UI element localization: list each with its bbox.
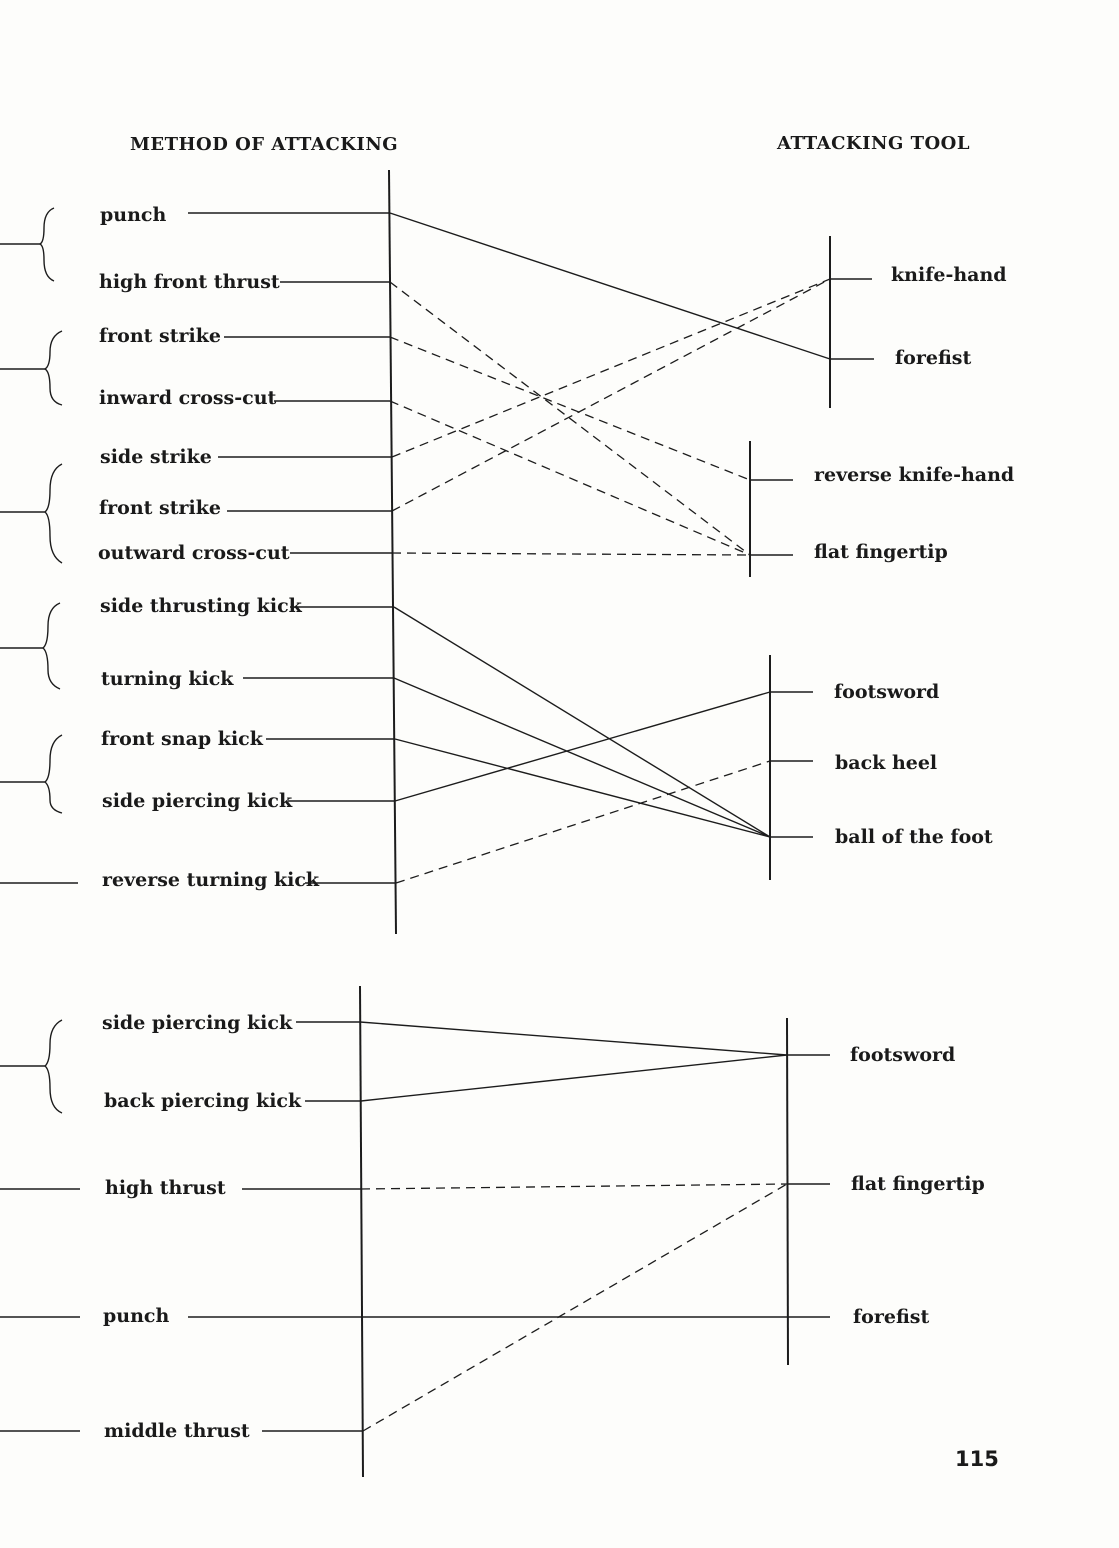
tool-label: knife-hand — [891, 264, 1007, 286]
method-label: front strike — [99, 325, 221, 347]
link-solid — [389, 212, 831, 360]
link-dashed — [389, 281, 751, 556]
method-label: side strike — [100, 446, 212, 468]
group-brace — [43, 1019, 63, 1114]
link-solid — [359, 1021, 788, 1056]
tool-label: ball of the foot — [835, 826, 993, 848]
link-solid — [394, 738, 771, 838]
method-label: front strike — [99, 497, 221, 519]
link-solid — [394, 691, 771, 802]
method-label: punch — [103, 1305, 169, 1327]
link-solid — [393, 677, 771, 838]
tool-label: reverse knife-hand — [814, 464, 1014, 486]
method-label: front snap kick — [101, 728, 264, 750]
method-header: METHOD OF ATTACKING — [130, 134, 398, 155]
method-label: turning kick — [101, 668, 234, 690]
tool-label: flat fingertip — [851, 1173, 985, 1195]
tool-label: forefist — [853, 1306, 929, 1328]
method-axis — [388, 169, 397, 935]
link-dashed — [360, 1183, 788, 1190]
method-label: side piercing kick — [102, 790, 293, 812]
method-label: middle thrust — [104, 1420, 250, 1442]
group-brace — [43, 330, 63, 406]
tool-label: flat fingertip — [814, 541, 948, 563]
method-label: back piercing kick — [104, 1090, 302, 1112]
link-dashed — [391, 552, 751, 556]
tool-label: footsword — [850, 1044, 955, 1066]
group-brace — [43, 463, 63, 564]
page-number: 115 — [955, 1447, 999, 1471]
link-solid — [360, 1054, 788, 1102]
diagram-1: punch high front thrust front strike inw… — [0, 169, 1014, 935]
link-dashed — [389, 336, 751, 481]
method-label: side thrusting kick — [100, 595, 303, 617]
method-label: reverse turning kick — [102, 869, 320, 891]
method-axis — [359, 985, 364, 1478]
tool-header: ATTACKING TOOL — [776, 133, 970, 154]
method-label: inward cross-cut — [99, 387, 277, 409]
group-brace — [43, 734, 63, 814]
group-brace — [38, 207, 55, 282]
tool-label: footsword — [834, 681, 939, 703]
diagram-2: side piercing kick back piercing kick hi… — [0, 985, 985, 1478]
method-label: high front thrust — [99, 271, 280, 293]
tool-bar — [786, 1017, 789, 1366]
group-brace — [41, 602, 61, 690]
link-solid — [393, 606, 771, 838]
method-label: high thrust — [105, 1177, 226, 1199]
link-dashed — [389, 400, 751, 556]
method-label: outward cross-cut — [98, 542, 290, 564]
tool-label: forefist — [895, 347, 971, 369]
link-dashed — [362, 1183, 788, 1432]
link-dashed — [395, 760, 771, 884]
method-label: side piercing kick — [102, 1012, 293, 1034]
link-dashed — [391, 278, 831, 458]
link-dashed — [391, 278, 831, 512]
tool-label: back heel — [835, 752, 937, 774]
method-label: punch — [100, 204, 166, 226]
